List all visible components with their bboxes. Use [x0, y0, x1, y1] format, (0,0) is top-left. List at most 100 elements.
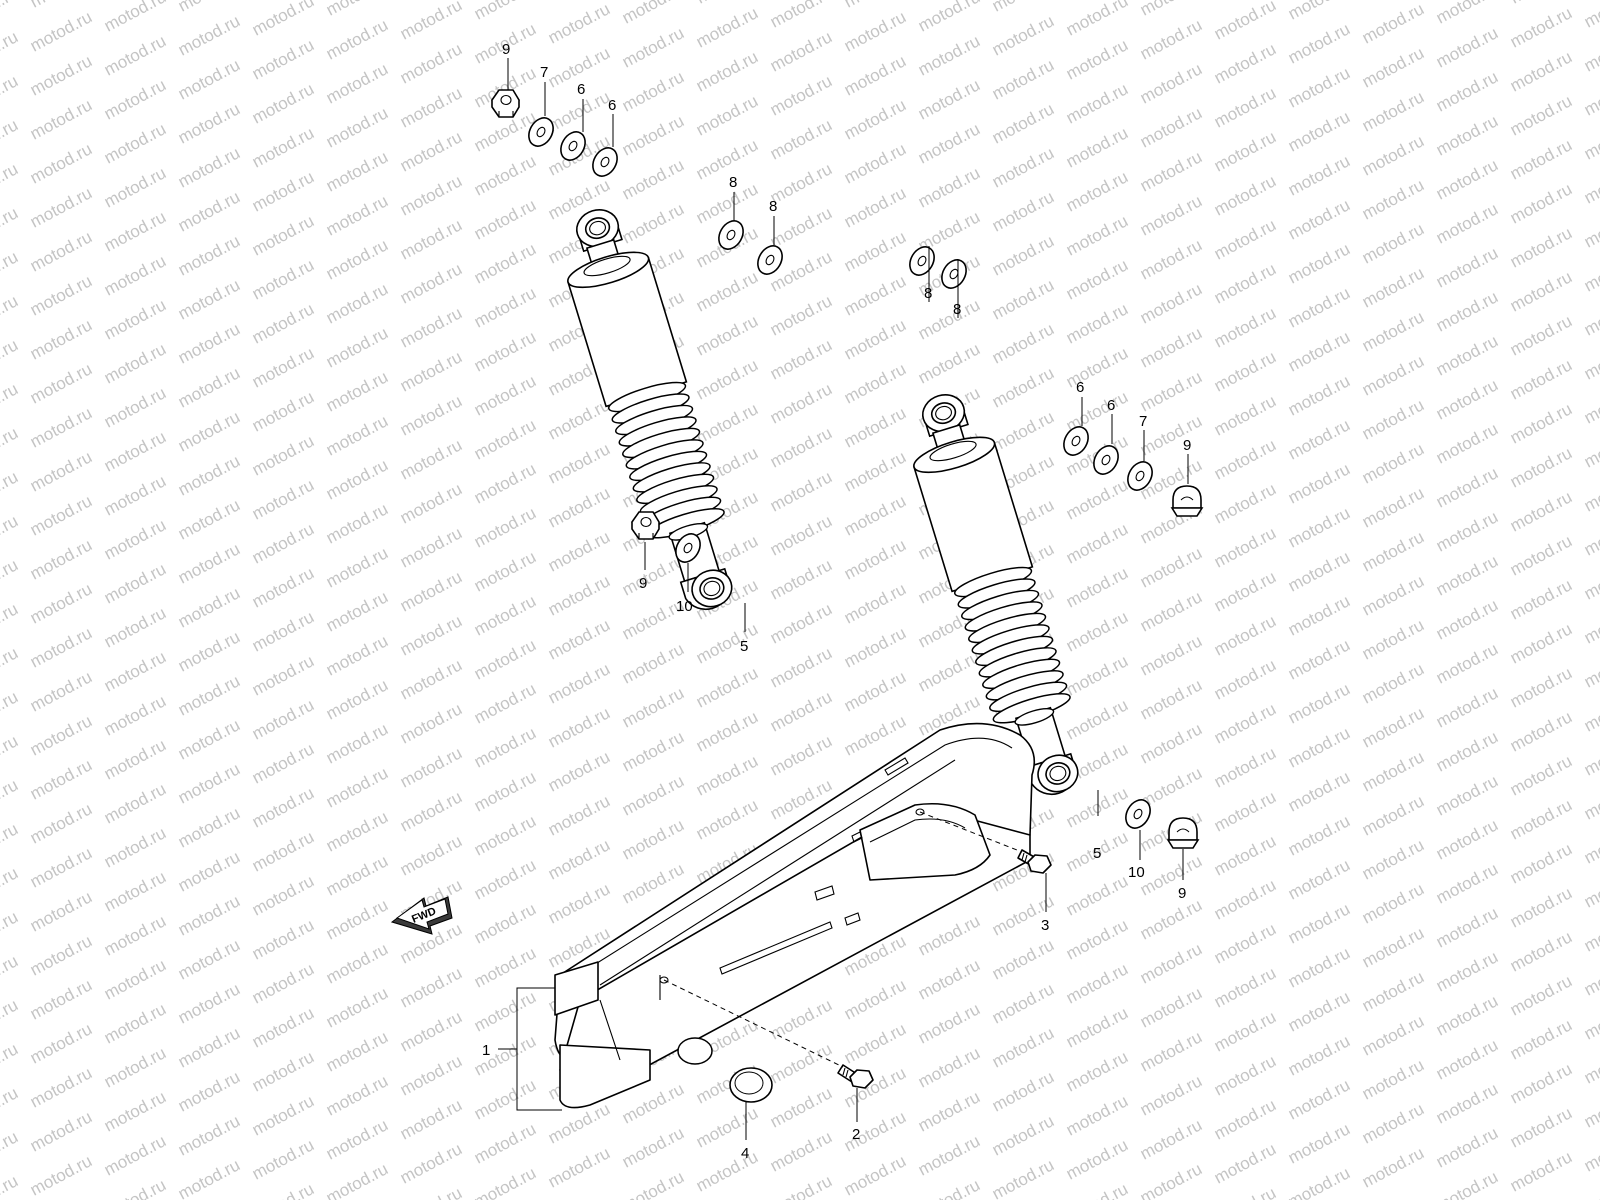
watermark-text: motod.ru	[27, 271, 95, 319]
watermark-text: motod.ru	[1137, 191, 1205, 239]
watermark-text: motod.ru	[1359, 1055, 1427, 1103]
watermark-text: motod.ru	[249, 915, 317, 963]
watermark-text: motod.ru	[1507, 443, 1575, 491]
watermark-text: motod.ru	[471, 547, 539, 595]
watermark-text: motod.ru	[1211, 391, 1279, 439]
watermark-text: motod.ru	[1433, 771, 1501, 819]
watermark-text: motod.ru	[0, 643, 21, 691]
watermark-text: motod.ru	[1137, 895, 1205, 943]
capnut-9-right-bottom	[1167, 817, 1199, 849]
watermark-text: motod.ru	[545, 1143, 613, 1191]
watermark-text: motod.ru	[323, 675, 391, 723]
watermark-text: motod.ru	[1507, 575, 1575, 623]
watermark-text: motod.ru	[841, 315, 909, 363]
watermark-text: motod.ru	[27, 315, 95, 363]
callout-8-right-a: 8	[924, 285, 932, 302]
callout-6-right-a: 6	[1076, 379, 1084, 396]
watermark-text: motod.ru	[1359, 703, 1427, 751]
watermark-text: motod.ru	[767, 27, 835, 75]
watermark-text: motod.ru	[619, 199, 687, 247]
watermark-text: motod.ru	[1359, 395, 1427, 443]
nut-9-left-top	[491, 89, 520, 118]
watermark-text: motod.ru	[841, 183, 909, 231]
watermark-text: motod.ru	[1359, 835, 1427, 883]
watermark-text: motod.ru	[1359, 263, 1427, 311]
watermark-text: motod.ru	[1507, 91, 1575, 139]
watermark-text: motod.ru	[0, 687, 21, 735]
watermark-text: motod.ru	[841, 95, 909, 143]
callout-2-bolt: 2	[852, 1126, 860, 1143]
watermark-text: motod.ru	[1211, 259, 1279, 307]
watermark-text: motod.ru	[1063, 1047, 1131, 1095]
watermark-text: motod.ru	[1285, 723, 1353, 771]
watermark-text: motod.ru	[1581, 951, 1600, 999]
watermark-text: motod.ru	[1507, 619, 1575, 667]
watermark-text: motod.ru	[1211, 743, 1279, 791]
watermark-text: motod.ru	[471, 987, 539, 1035]
watermark-text: motod.ru	[175, 803, 243, 851]
watermark-text: motod.ru	[1063, 255, 1131, 303]
watermark-text: motod.ru	[1285, 1163, 1353, 1200]
watermark-text: motod.ru	[397, 611, 465, 659]
watermark-text: motod.ru	[471, 811, 539, 859]
watermark-text: motod.ru	[1285, 855, 1353, 903]
watermark-text: motod.ru	[545, 395, 613, 443]
watermark-text: motod.ru	[249, 607, 317, 655]
watermark-text: motod.ru	[545, 747, 613, 795]
watermark-text: motod.ru	[175, 891, 243, 939]
watermark-text: motod.ru	[1433, 375, 1501, 423]
watermark-text: motod.ru	[1507, 223, 1575, 271]
watermark-text: motod.ru	[27, 667, 95, 715]
watermark-text: motod.ru	[1285, 19, 1353, 67]
watermark-text: motod.ru	[1285, 63, 1353, 111]
watermark-text: motod.ru	[915, 911, 983, 959]
watermark-text: motod.ru	[1137, 1027, 1205, 1075]
watermark-text: motod.ru	[323, 1071, 391, 1119]
watermark-text: motod.ru	[101, 75, 169, 123]
watermark-text: motod.ru	[1063, 1003, 1131, 1051]
watermark-text: motod.ru	[767, 511, 835, 559]
watermark-text: motod.ru	[1211, 1007, 1279, 1055]
watermark-text: motod.ru	[0, 599, 21, 647]
watermark-text: motod.ru	[471, 151, 539, 199]
watermark-text: motod.ru	[915, 75, 983, 123]
watermark-text: motod.ru	[1359, 483, 1427, 531]
watermark-text: motod.ru	[101, 0, 169, 36]
callout-8-right-b: 8	[953, 301, 961, 318]
watermark-text: motod.ru	[693, 707, 761, 755]
watermark-text: motod.ru	[915, 339, 983, 387]
watermark-text: motod.ru	[1285, 371, 1353, 419]
watermark-text: motod.ru	[471, 503, 539, 551]
watermark-text: motod.ru	[841, 139, 909, 187]
watermark-text: motod.ru	[0, 511, 21, 559]
watermark-text: motod.ru	[471, 1075, 539, 1123]
watermark-text: motod.ru	[989, 1067, 1057, 1115]
watermark-text: motod.ru	[101, 1175, 169, 1200]
watermark-text: motod.ru	[619, 771, 687, 819]
watermark-text: motod.ru	[27, 51, 95, 99]
watermark-text: motod.ru	[841, 271, 909, 319]
watermark-text: motod.ru	[27, 535, 95, 583]
watermark-text: motod.ru	[175, 451, 243, 499]
fwd-arrow: FWD	[390, 896, 453, 935]
watermark-text: motod.ru	[27, 447, 95, 495]
watermark-text: motod.ru	[1359, 131, 1427, 179]
watermark-text: motod.ru	[1137, 851, 1205, 899]
watermark-text: motod.ru	[1581, 423, 1600, 471]
watermark-text: motod.ru	[1433, 1123, 1501, 1171]
watermark-text: motod.ru	[101, 735, 169, 783]
watermark-text: motod.ru	[767, 0, 835, 32]
watermark-text: motod.ru	[1211, 787, 1279, 835]
watermark-text: motod.ru	[841, 579, 909, 627]
watermark-text: motod.ru	[619, 1123, 687, 1171]
watermark-text: motod.ru	[1063, 651, 1131, 699]
watermark-text: motod.ru	[1359, 527, 1427, 575]
watermark-text: motod.ru	[101, 603, 169, 651]
watermark-text: motod.ru	[1581, 247, 1600, 295]
watermark-text: motod.ru	[323, 763, 391, 811]
watermark-text: motod.ru	[1211, 611, 1279, 659]
watermark-text: motod.ru	[767, 1171, 835, 1200]
watermark-text: motod.ru	[0, 951, 21, 999]
watermark-text: motod.ru	[1285, 547, 1353, 595]
